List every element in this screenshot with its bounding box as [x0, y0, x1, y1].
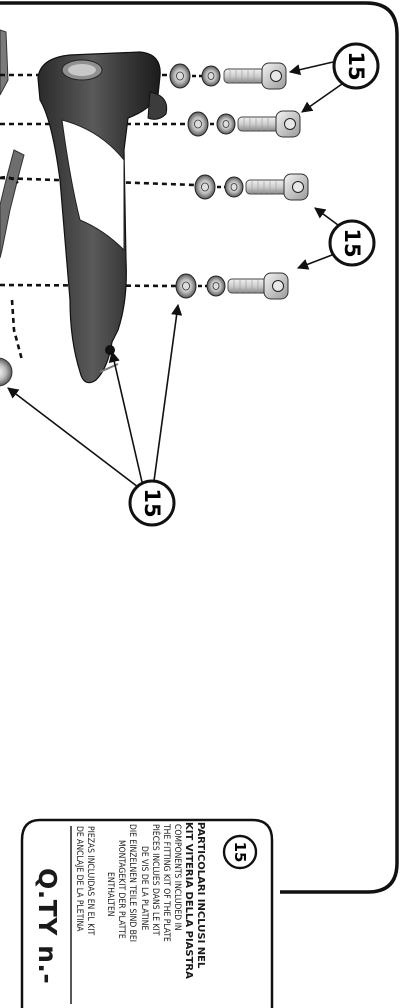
callout-15-bottom-label: 15 — [140, 488, 164, 517]
bolt-set-1 — [169, 62, 287, 90]
frame-border — [0, 1, 399, 894]
bracket-part — [37, 51, 168, 384]
bolt-set-2 — [187, 110, 301, 138]
callout-15-middle-label: 15 — [340, 228, 364, 257]
legend-box: 15 — [20, 818, 274, 1008]
callout-15-middle: 15 — [296, 207, 376, 270]
legend-callout-label: 15 — [231, 842, 249, 863]
side-plate-part — [0, 29, 25, 387]
callout-15-top-label: 15 — [344, 51, 368, 80]
callout-15-top: 15 — [288, 42, 380, 113]
bolt-set-3 — [194, 173, 309, 201]
callout-15-bottom: 15 — [7, 303, 183, 527]
bolt-set-4 — [175, 272, 289, 300]
